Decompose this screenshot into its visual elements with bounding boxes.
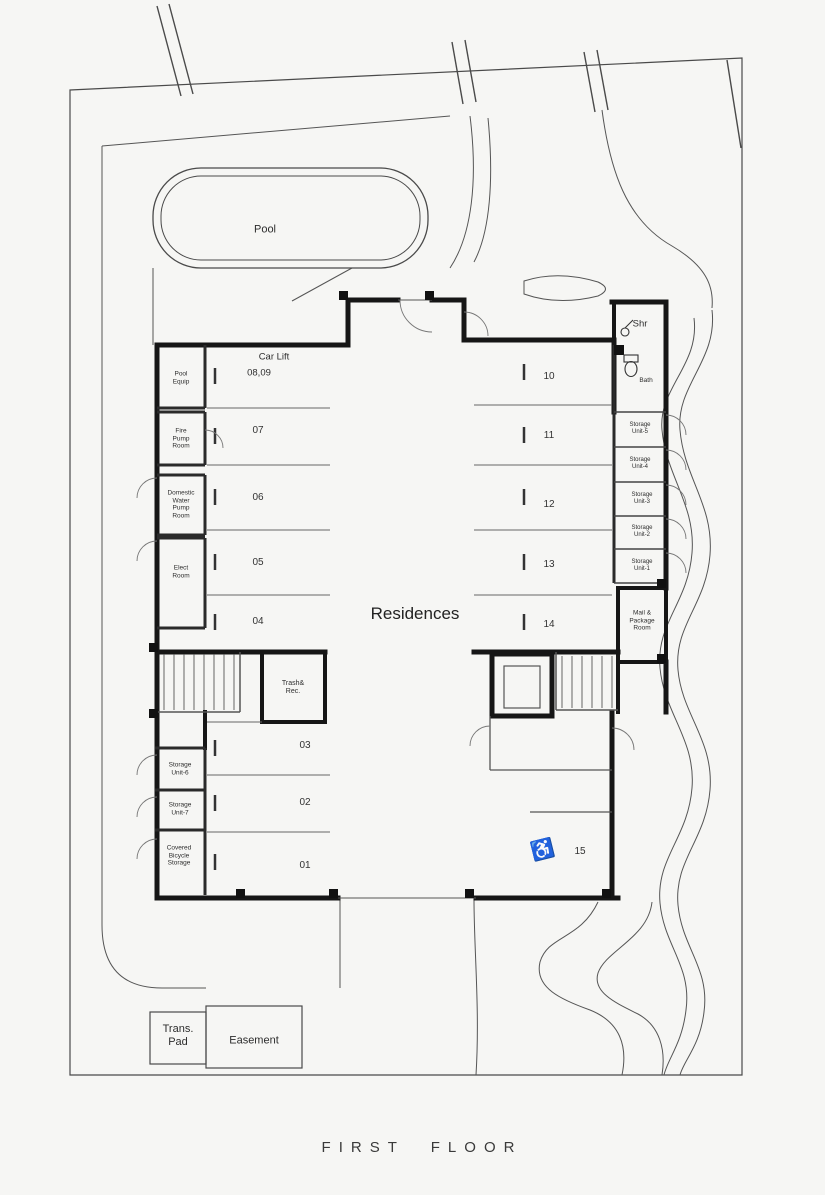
storage-unit-2-label: Storage Unit-2 <box>631 524 653 538</box>
space-07-label: 07 <box>252 425 264 437</box>
mail-package-room-label: Mail & Package Room <box>629 609 655 632</box>
easement-outline <box>205 1005 303 1069</box>
trans-pad-label: Trans. Pad <box>162 1023 194 1048</box>
space-01-label: 01 <box>299 860 311 872</box>
space-10-label: 10 <box>543 371 555 383</box>
elevator-shaft <box>489 651 555 719</box>
elect-room-label: Elect Room <box>172 564 190 579</box>
stair-treads-left <box>157 652 241 713</box>
storage-unit-1-label: Storage Unit-1 <box>631 558 653 572</box>
inner-site-lines <box>101 115 451 989</box>
bath-label: Bath <box>639 377 653 385</box>
storage-unit-5-label: Storage Unit-5 <box>629 421 651 435</box>
structural-columns <box>149 291 666 898</box>
pool-equip-room-label: Pool Equip <box>172 370 190 385</box>
pool-outline <box>152 167 429 269</box>
parking-ticks <box>213 364 526 870</box>
space-05-label: 05 <box>252 557 264 569</box>
car-lift-label: Car Lift <box>258 351 290 363</box>
property-stub-lines <box>156 3 742 149</box>
space-12-label: 12 <box>543 499 555 511</box>
shower-icon <box>620 319 634 337</box>
space-15-label: 15 <box>574 846 586 858</box>
landscape-path-curves <box>538 309 714 1076</box>
storage-unit-4-label: Storage Unit-4 <box>629 456 651 470</box>
shower-room-label: Shr <box>632 318 648 330</box>
storage-unit-3-label: Storage Unit-3 <box>631 491 653 505</box>
easement-label: Easement <box>229 1034 279 1047</box>
space-14-label: 14 <box>543 619 555 631</box>
site-boundary <box>69 57 743 1076</box>
space-02-label: 02 <box>299 797 311 809</box>
driveway-curves <box>339 109 713 1076</box>
space-03-label: 03 <box>299 740 311 752</box>
storage-unit-6-label: Storage Unit-6 <box>168 761 192 776</box>
covered-bicycle-storage-label: Covered Bicycle Storage <box>166 844 192 867</box>
fire-pump-room-label: Fire Pump Room <box>172 427 190 450</box>
storage-partitions-right <box>614 411 666 584</box>
stair-treads-right <box>555 652 618 711</box>
building-walls <box>154 297 669 901</box>
room-partitions <box>155 345 616 895</box>
storage-unit-7-label: Storage Unit-7 <box>168 801 192 816</box>
garage-opening-line <box>338 299 476 899</box>
space-11-label: 11 <box>543 430 555 442</box>
space-04-label: 04 <box>252 616 264 628</box>
page-title: FIRST FLOOR <box>321 1139 523 1157</box>
domestic-water-pump-room-label: Domestic Water Pump Room <box>167 489 195 520</box>
parking-dividers <box>207 404 612 833</box>
space-06-label: 06 <box>252 492 264 504</box>
residences-label: Residences <box>370 603 460 623</box>
space-13-label: 13 <box>543 559 555 571</box>
pool-label: Pool <box>253 223 277 236</box>
corridor-lines <box>489 716 612 813</box>
toilet-icon <box>623 354 639 378</box>
trash-rec-room-label: Trash& Rec. <box>281 679 305 695</box>
car-lift-spaces-label: 08,09 <box>247 367 271 379</box>
door-arcs <box>136 299 687 860</box>
